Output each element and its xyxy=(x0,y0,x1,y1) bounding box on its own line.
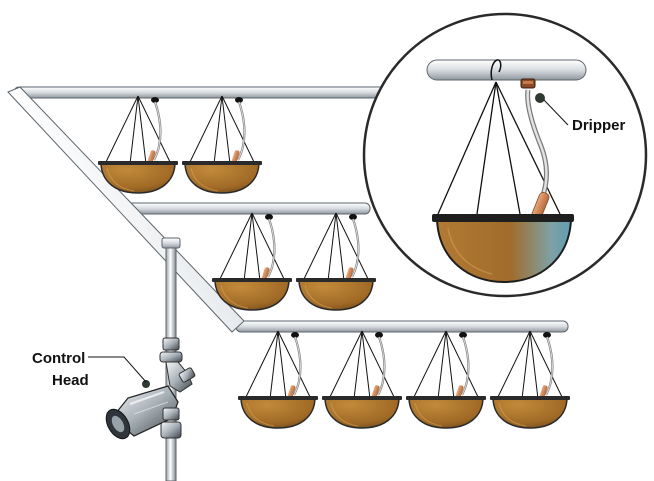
control-head-leader-line xyxy=(88,356,147,383)
control-head-label-line1: Control xyxy=(32,350,86,367)
hanging-basket-icon xyxy=(96,94,180,195)
hanging-basket-icon xyxy=(404,329,488,430)
control-head-label-line2: Head xyxy=(52,372,89,389)
hanging-basket-icon xyxy=(320,329,404,430)
hanging-basket-icon xyxy=(294,211,378,312)
hanging-basket-icon xyxy=(180,94,264,195)
basket-row-top xyxy=(96,94,264,195)
dripper-emitter-icon xyxy=(520,78,536,89)
hanging-basket-icon xyxy=(488,329,572,430)
hanging-basket-icon xyxy=(236,329,320,430)
basket-row-middle xyxy=(210,211,378,312)
magnifier-circle-icon xyxy=(362,12,648,298)
hanging-basket-icon xyxy=(210,211,294,312)
control-head-icon xyxy=(105,337,196,440)
basket-row-bottom xyxy=(236,329,572,430)
dripper-label: Dripper xyxy=(572,117,626,134)
